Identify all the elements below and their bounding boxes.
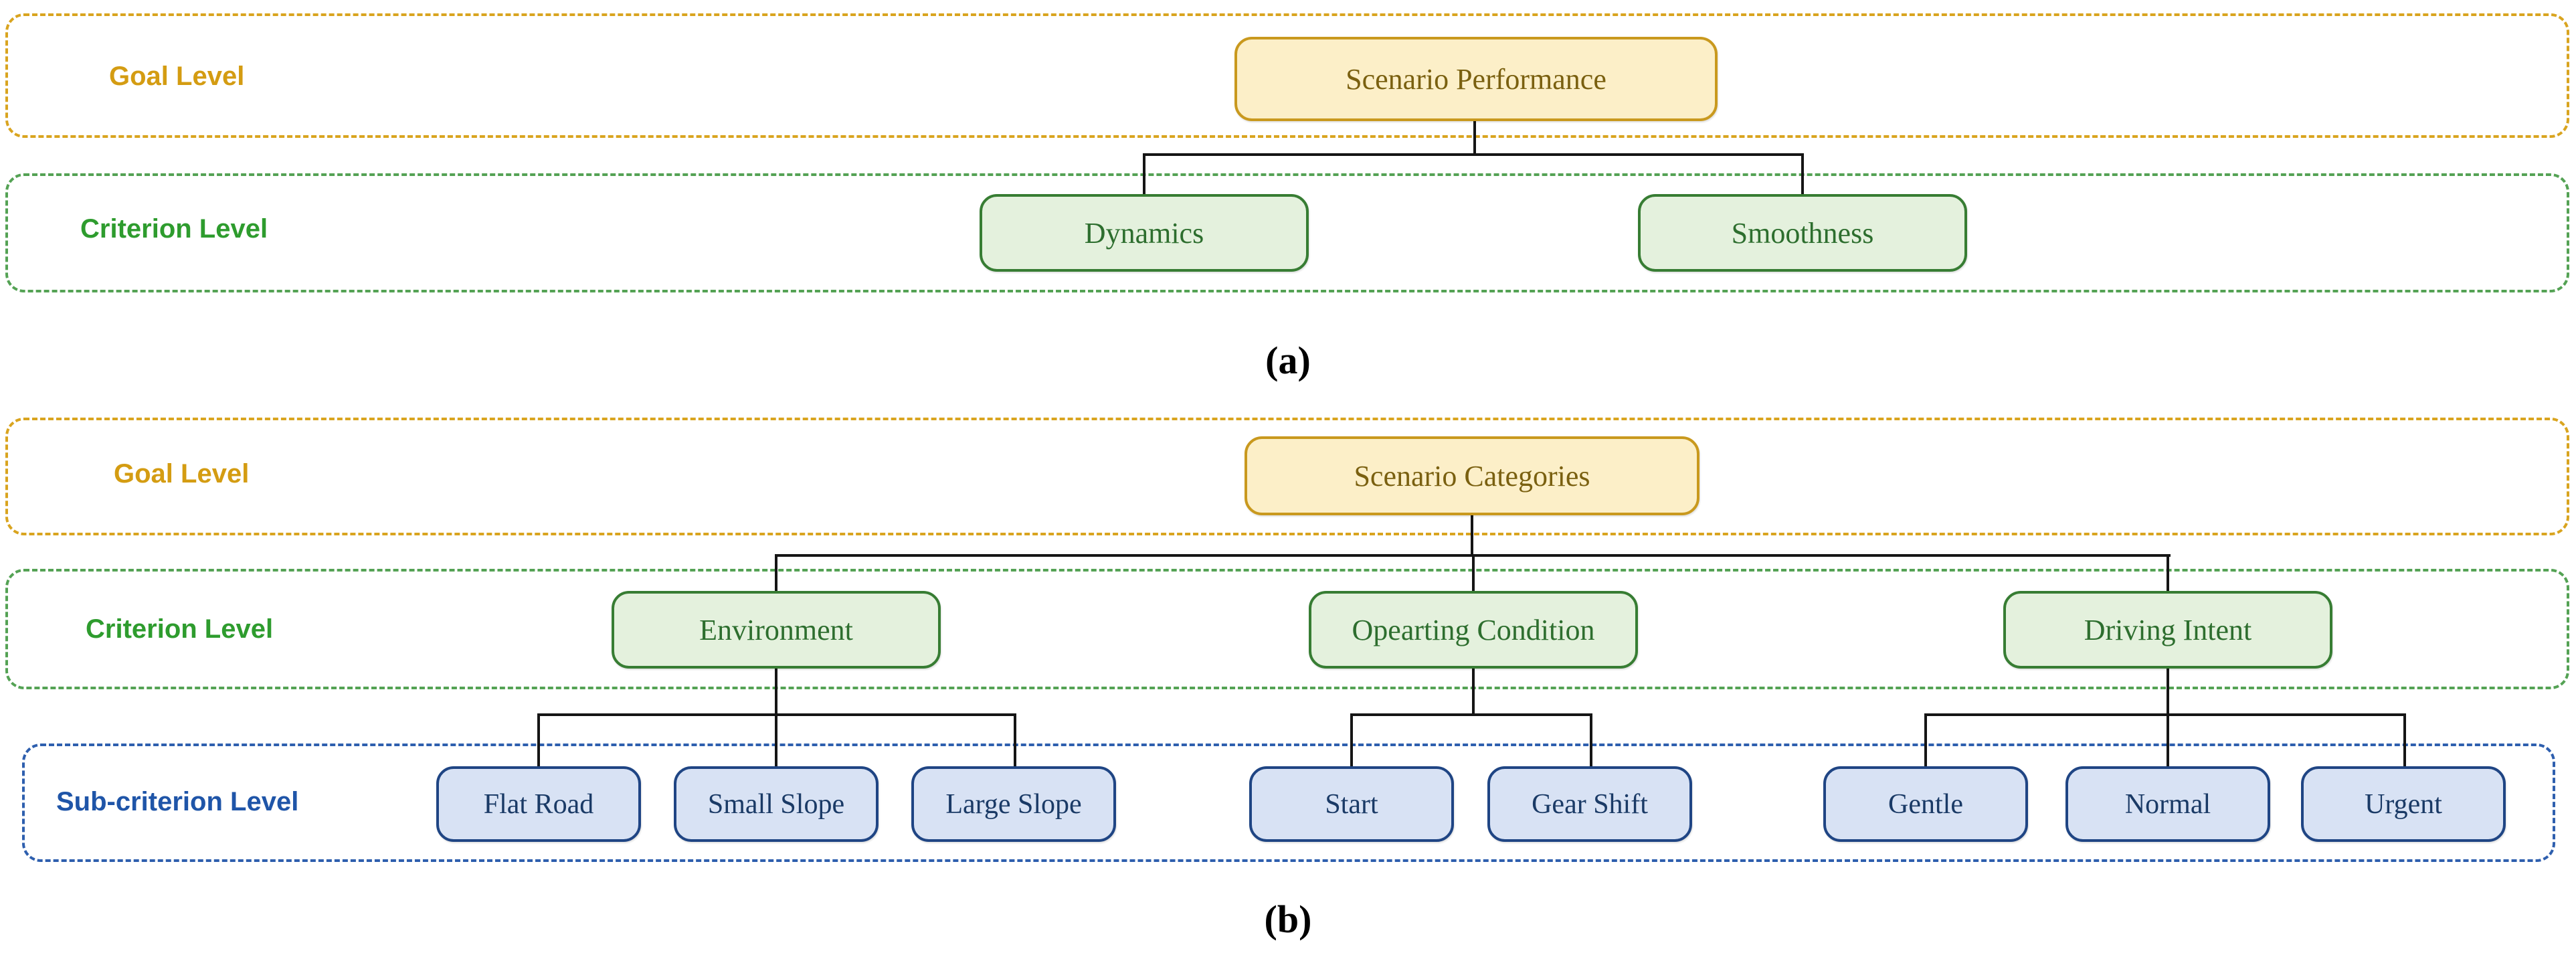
connector-a-drop-dynamics bbox=[1143, 153, 1145, 194]
connector-a-goal-stem bbox=[1473, 120, 1476, 156]
caption-b: (b) bbox=[1264, 897, 1312, 941]
node-normal: Normal bbox=[2065, 766, 2270, 842]
connector-b-environment-stem bbox=[775, 667, 777, 768]
node-dynamics: Dynamics bbox=[980, 194, 1309, 272]
connector-b-environment-rail bbox=[537, 713, 1016, 716]
panel-b-subcriterion-level-band bbox=[22, 744, 2555, 862]
connector-b-goal-stem bbox=[1471, 514, 1473, 557]
node-large-slope: Large Slope bbox=[911, 766, 1116, 842]
panel-b-criterion-level-label: Criterion Level bbox=[86, 614, 274, 644]
node-smoothness: Smoothness bbox=[1638, 194, 1967, 272]
connector-b-drop-operating bbox=[1472, 554, 1475, 592]
connector-a-criterion-rail bbox=[1143, 153, 1804, 156]
connector-b-drop-start bbox=[1350, 713, 1353, 768]
node-environment: Environment bbox=[612, 591, 941, 669]
connector-b-drop-environment bbox=[775, 554, 777, 592]
panel-a-criterion-level-band bbox=[5, 173, 2569, 292]
panel-a-goal-level-label: Goal Level bbox=[109, 62, 245, 91]
connector-b-driving-rail bbox=[1924, 713, 2406, 716]
connector-a-drop-smoothness bbox=[1801, 153, 1804, 194]
node-operating-condition: Opearting Condition bbox=[1309, 591, 1638, 669]
panel-b-criterion-level-band bbox=[5, 569, 2569, 689]
panel-b-goal-level-band bbox=[5, 418, 2569, 535]
connector-b-drop-gentle bbox=[1924, 713, 1927, 768]
connector-b-drop-gear-shift bbox=[1590, 713, 1592, 768]
node-gear-shift: Gear Shift bbox=[1487, 766, 1692, 842]
panel-a-criterion-level-label: Criterion Level bbox=[80, 214, 268, 244]
connector-b-driving-stem bbox=[2167, 667, 2169, 768]
node-flat-road: Flat Road bbox=[436, 766, 641, 842]
node-urgent: Urgent bbox=[2301, 766, 2506, 842]
node-scenario-categories: Scenario Categories bbox=[1245, 436, 1699, 515]
connector-b-operating-stem bbox=[1472, 667, 1475, 716]
node-driving-intent: Driving Intent bbox=[2003, 591, 2332, 669]
connector-b-drop-urgent bbox=[2403, 713, 2406, 768]
panel-b-goal-level-label: Goal Level bbox=[114, 459, 250, 489]
panel-b-subcriterion-level-label: Sub-criterion Level bbox=[56, 787, 299, 816]
node-small-slope: Small Slope bbox=[674, 766, 879, 842]
connector-b-drop-flat-road bbox=[537, 713, 540, 768]
connector-b-drop-driving bbox=[2167, 554, 2169, 592]
node-gentle: Gentle bbox=[1823, 766, 2028, 842]
caption-a: (a) bbox=[1265, 339, 1311, 382]
node-start: Start bbox=[1249, 766, 1454, 842]
node-scenario-performance: Scenario Performance bbox=[1234, 37, 1718, 121]
connector-b-drop-large-slope bbox=[1014, 713, 1016, 768]
connector-b-operating-rail bbox=[1350, 713, 1592, 716]
panel-a-goal-level-band bbox=[5, 13, 2569, 138]
